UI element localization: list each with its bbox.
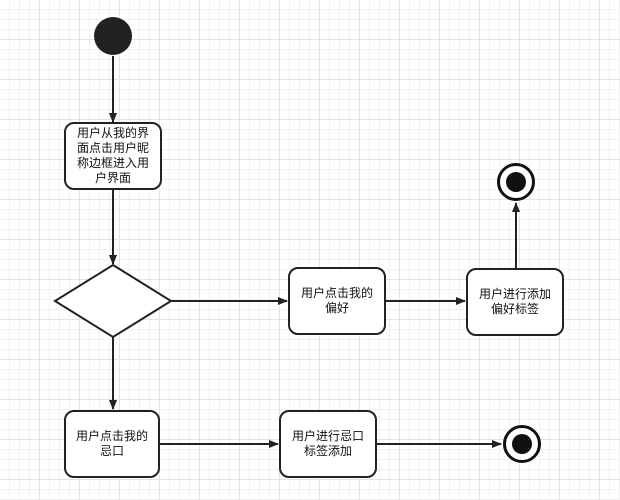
end-node-top[interactable] xyxy=(497,163,535,201)
action-enter-profile-label: 用户从我的界面点击用户昵称边框进入用户界面 xyxy=(76,126,149,185)
end-node-bottom-dot xyxy=(512,434,532,454)
action-click-taboo-label: 用户点击我的忌口 xyxy=(75,429,148,458)
action-click-preference-label: 用户点击我的偏好 xyxy=(300,286,373,315)
action-enter-profile[interactable]: 用户从我的界面点击用户昵称边框进入用户界面 xyxy=(64,122,162,190)
decision-diamond[interactable] xyxy=(53,263,173,339)
action-add-preference-tag[interactable]: 用户进行添加偏好标签 xyxy=(466,268,564,336)
action-add-taboo-tag[interactable]: 用户进行忌口标签添加 xyxy=(279,410,377,478)
action-add-taboo-tag-label: 用户进行忌口标签添加 xyxy=(291,429,364,458)
start-node[interactable] xyxy=(94,17,132,55)
action-click-taboo[interactable]: 用户点击我的忌口 xyxy=(64,410,160,478)
end-node-top-dot xyxy=(506,172,526,192)
end-node-bottom[interactable] xyxy=(503,425,541,463)
action-add-preference-tag-label: 用户进行添加偏好标签 xyxy=(478,287,551,316)
action-click-preference[interactable]: 用户点击我的偏好 xyxy=(288,267,386,335)
